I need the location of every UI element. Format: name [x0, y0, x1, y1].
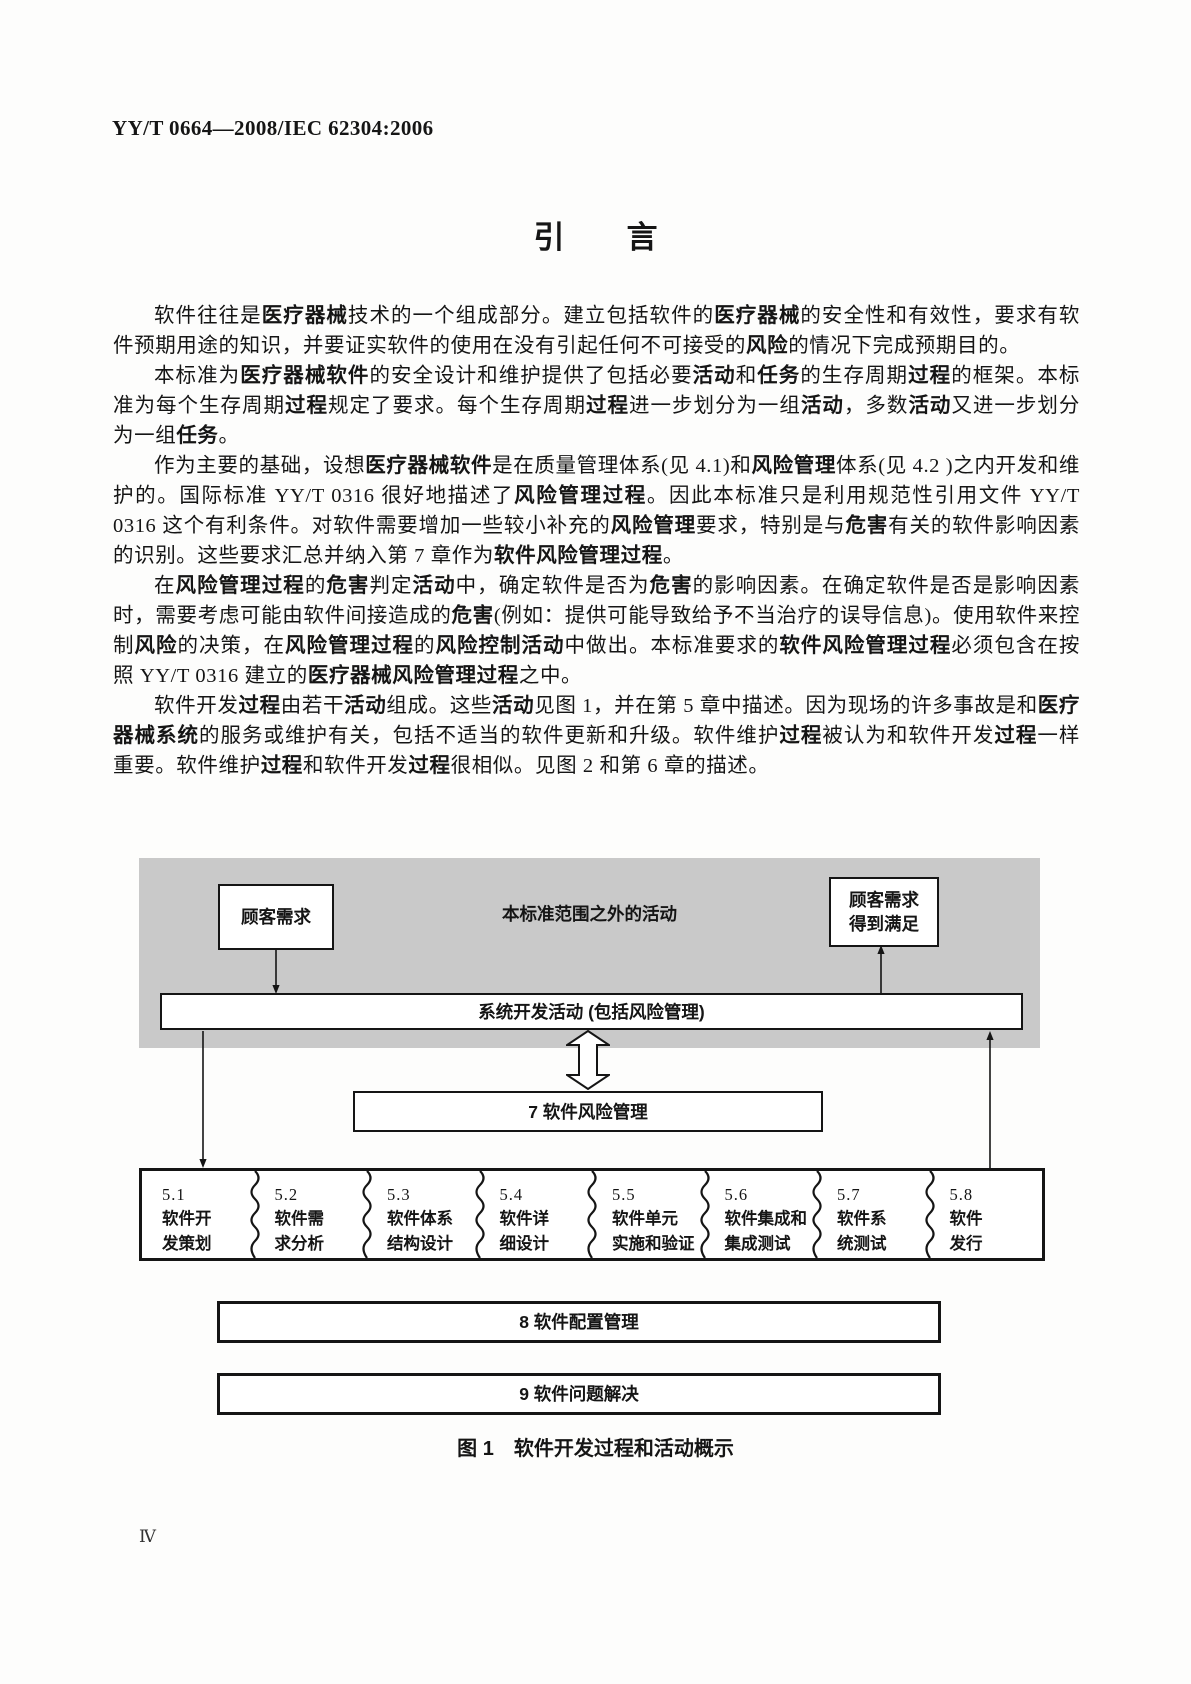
standard-number-header: YY/T 0664—2008/IEC 62304:2006 [112, 116, 434, 140]
process-step-5.3: 5.3 软件体系结构设计 [362, 1171, 480, 1258]
system-development-box: 系统开发活动 (包括风险管理) [160, 993, 1023, 1030]
process-step-5.4: 5.4 软件详细设计 [474, 1171, 593, 1258]
process-step-label: 发策划 [162, 1235, 212, 1253]
arrow-up-long-icon [986, 1031, 994, 1168]
customer-needs-satisfied-line2: 得到满足 [849, 914, 919, 934]
wavy-separator-icon [474, 1171, 485, 1258]
process-step-label: 结构设计 [387, 1235, 453, 1253]
process-step-label: 5.5 [612, 1185, 636, 1204]
customer-needs-box: 顾客需求 [218, 884, 334, 950]
process-step-label: 5.3 [387, 1185, 411, 1204]
process-step-label: 5.4 [499, 1185, 524, 1204]
paragraph-2: 本标准为医疗器械软件的安全设计和维护提供了包括必要活动和任务的生存周期过程的框架… [113, 364, 1081, 447]
wavy-separator-icon [249, 1171, 260, 1258]
customer-needs-satisfied-box: 顾客需求 得到满足 [829, 877, 939, 947]
paragraph-1: 软件往往是医疗器械技术的一个组成部分。建立包括软件的医疗器械的安全性和有效性，要… [113, 304, 1081, 357]
process-step-5.1: 5.1 软件开发策划 [142, 1171, 255, 1258]
arrow-down-icon [272, 950, 280, 994]
wavy-separator-icon [587, 1171, 597, 1258]
wavy-separator-icon [812, 1171, 822, 1258]
customer-needs-satisfied-line1: 顾客需求 [849, 890, 919, 910]
process-step-5.7: 5.7 软件系统测试 [812, 1171, 930, 1258]
process-step-label: 5.1 [162, 1185, 186, 1204]
out-of-scope-label: 本标准范围之外的活动 [502, 904, 677, 924]
page-number: Ⅳ [139, 1527, 156, 1546]
double-arrow-icon [566, 1030, 610, 1090]
process-step-5.2: 5.2 软件需求分析 [249, 1171, 368, 1258]
process-step-label: 5.8 [949, 1185, 974, 1204]
paragraph-4: 在风险管理过程的危害判定活动中，确定软件是否为危害的影响因素。在确定软件是否是影… [113, 574, 1080, 687]
process-step-label: 5.2 [274, 1185, 299, 1204]
software-problem-resolution-box: 9 软件问题解决 [217, 1373, 941, 1415]
introduction-body: 软件往往是医疗器械技术的一个组成部分。建立包括软件的医疗器械的安全性和有效性，要… [113, 301, 1080, 781]
process-step-5.5: 5.5 软件单元实施和验证 [587, 1171, 705, 1258]
wavy-separator-icon [699, 1171, 710, 1258]
process-step-label: 实施和验证 [612, 1235, 695, 1253]
process-step-label: 软件 [949, 1210, 983, 1228]
software-risk-management-box: 7 软件风险管理 [353, 1091, 823, 1132]
process-step-label: 软件单元 [612, 1210, 678, 1228]
process-step-label: 软件需 [274, 1210, 325, 1228]
process-step-label: 集成测试 [724, 1235, 791, 1253]
figure-caption: 图 1 软件开发过程和活动概示 [457, 1438, 734, 1460]
process-step-label: 软件开 [162, 1210, 212, 1228]
process-step-label: 软件集成和 [724, 1210, 808, 1228]
process-step-label: 求分析 [274, 1235, 325, 1253]
page-title: 引 言 [533, 220, 658, 255]
process-step-label: 5.7 [837, 1185, 861, 1204]
arrow-down-long-icon [199, 1031, 207, 1168]
process-step-label: 软件系 [837, 1210, 887, 1228]
paragraph-3: 作为主要的基础，设想医疗器械软件是在质量管理体系(见 4.1)和风险管理体系(见… [113, 454, 1081, 567]
process-step-label: 软件体系 [387, 1210, 453, 1228]
paragraph-5: 软件开发过程由若干活动组成。这些活动见图 1，并在第 5 章中描述。因为现场的许… [113, 694, 1081, 777]
process-step-label: 细设计 [499, 1235, 550, 1253]
process-step-label: 5.6 [724, 1185, 749, 1204]
process-step-label: 发行 [949, 1235, 983, 1253]
process-step-label: 统测试 [837, 1235, 887, 1253]
wavy-separator-icon [362, 1171, 372, 1258]
wavy-separator-icon [924, 1171, 935, 1258]
software-configuration-management-box: 8 软件配置管理 [217, 1301, 941, 1343]
arrow-up-icon [877, 945, 885, 994]
process-step-label: 软件详 [499, 1210, 550, 1228]
process-step-5.6: 5.6 软件集成和集成测试 [699, 1171, 818, 1258]
process-step-5.8: 5.8 软件发行 [924, 1171, 1043, 1258]
